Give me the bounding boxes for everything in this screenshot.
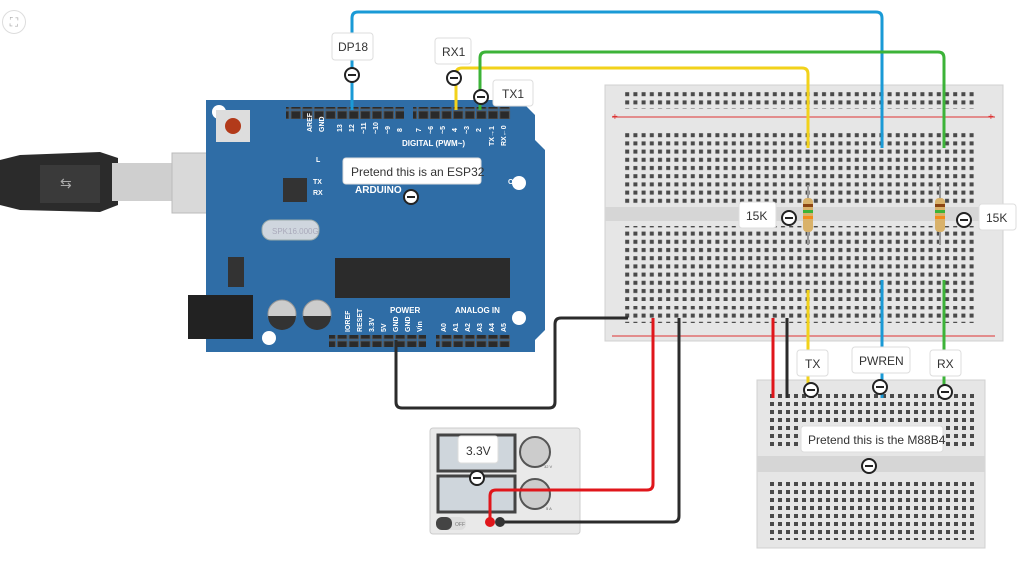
svg-text:~11: ~11 [361, 122, 368, 134]
note-m88b4[interactable]: Pretend this is the M88B4 [800, 425, 946, 474]
svg-text:A5: A5 [501, 323, 508, 332]
svg-text:3.3V: 3.3V [466, 444, 491, 458]
note-15k-left[interactable]: 15K [738, 201, 797, 229]
svg-text:DP18: DP18 [338, 40, 368, 54]
svg-text:L: L [316, 157, 321, 164]
usb-icon: ⇆ [60, 175, 72, 191]
svg-text:RX←0: RX←0 [501, 125, 508, 146]
resistor-right[interactable] [935, 185, 945, 245]
svg-text:Pretend this is the M88B4: Pretend this is the M88B4 [808, 433, 946, 447]
wire-red-supply [488, 318, 655, 522]
svg-text:3.3V: 3.3V [369, 317, 376, 332]
atmega-chip [335, 258, 510, 298]
svg-text:Vin: Vin [417, 321, 424, 332]
voltage-knob[interactable] [519, 436, 551, 468]
note-dp18[interactable]: DP18 [331, 32, 374, 83]
note-rx1[interactable]: RX1 [434, 37, 472, 86]
svg-text:A4: A4 [489, 323, 496, 332]
svg-text:TX1: TX1 [502, 87, 524, 101]
arduino-brand: ARDUINO [355, 185, 402, 196]
note-esp32[interactable]: Pretend this is an ESP32 [342, 157, 485, 205]
arduino-board[interactable]: AREF GND 13 12 ~11 ~10 ~9 8 7 ~6 ~5 4 ~3… [188, 100, 545, 352]
note-tx1[interactable]: TX1 [473, 79, 534, 107]
wire-green-tx1 [478, 50, 946, 148]
svg-text:TX: TX [805, 357, 820, 371]
svg-text:GND: GND [319, 116, 326, 132]
svg-text:GND: GND [393, 316, 400, 332]
svg-text:POWER: POWER [390, 306, 420, 315]
note-15k-right[interactable]: 15K [956, 203, 1017, 231]
svg-text:32 V: 32 V [544, 464, 553, 469]
svg-text:A1: A1 [453, 323, 460, 332]
svg-text:AREF: AREF [307, 112, 314, 132]
power-header [329, 335, 426, 347]
svg-text:4: 4 [452, 128, 459, 132]
svg-text:Pretend this is an ESP32: Pretend this is an ESP32 [351, 165, 485, 179]
svg-text:OFF: OFF [455, 522, 465, 528]
svg-text:PWREN: PWREN [859, 354, 904, 368]
note-tx[interactable]: TX [796, 349, 829, 398]
svg-text:~10: ~10 [373, 122, 380, 134]
svg-text:7: 7 [416, 128, 423, 132]
svg-text:~5: ~5 [440, 126, 447, 134]
digital-header-low [413, 107, 511, 119]
svg-text:A0: A0 [441, 323, 448, 332]
svg-text:GND: GND [405, 316, 412, 332]
svg-text:15K: 15K [986, 211, 1007, 225]
fit-view-icon[interactable]: ⛶ [2, 10, 26, 34]
current-knob[interactable] [519, 478, 551, 510]
svg-text:~3: ~3 [464, 126, 471, 134]
power-supply[interactable]: 32 V 5 A OFF [429, 427, 581, 535]
dc-jack [188, 295, 253, 339]
svg-text:+: + [988, 112, 994, 123]
svg-text:RESET: RESET [357, 308, 364, 332]
power-switch[interactable] [436, 517, 452, 530]
crystal: SPK16.000G [272, 227, 319, 236]
wire-blue-dp18 [350, 10, 884, 148]
svg-text:A2: A2 [465, 323, 472, 332]
digital-header-high [286, 107, 404, 119]
svg-text:~6: ~6 [428, 126, 435, 134]
svg-text:ANALOG IN: ANALOG IN [455, 306, 500, 315]
svg-text:TX: TX [313, 179, 322, 186]
svg-text:8: 8 [397, 128, 404, 132]
note-pwren[interactable]: PWREN [851, 346, 911, 395]
svg-text:2: 2 [476, 128, 483, 132]
svg-text:5V: 5V [381, 323, 388, 332]
digital-label: DIGITAL (PWM~) [402, 139, 465, 148]
note-rx[interactable]: RX [929, 349, 962, 400]
svg-text:12: 12 [349, 124, 356, 132]
svg-text:15K: 15K [746, 209, 767, 223]
analog-header [436, 335, 510, 347]
wire-black-gnd [394, 316, 628, 410]
usb-cable[interactable]: ⇆ [0, 152, 243, 214]
resistor-left[interactable] [803, 185, 813, 245]
svg-text:A3: A3 [477, 323, 484, 332]
svg-text:TX→1: TX→1 [489, 126, 496, 146]
svg-text:~9: ~9 [385, 126, 392, 134]
svg-text:+: + [612, 112, 618, 123]
svg-text:5 A: 5 A [546, 506, 552, 511]
svg-text:13: 13 [337, 124, 344, 132]
note-3v3[interactable]: 3.3V [457, 435, 499, 486]
svg-text:RX: RX [313, 190, 323, 197]
svg-text:RX1: RX1 [442, 45, 466, 59]
wire-black-supply [500, 318, 681, 524]
svg-text:IOREF: IOREF [345, 310, 352, 332]
svg-text:ON: ON [508, 179, 519, 186]
svg-text:RX: RX [937, 357, 954, 371]
